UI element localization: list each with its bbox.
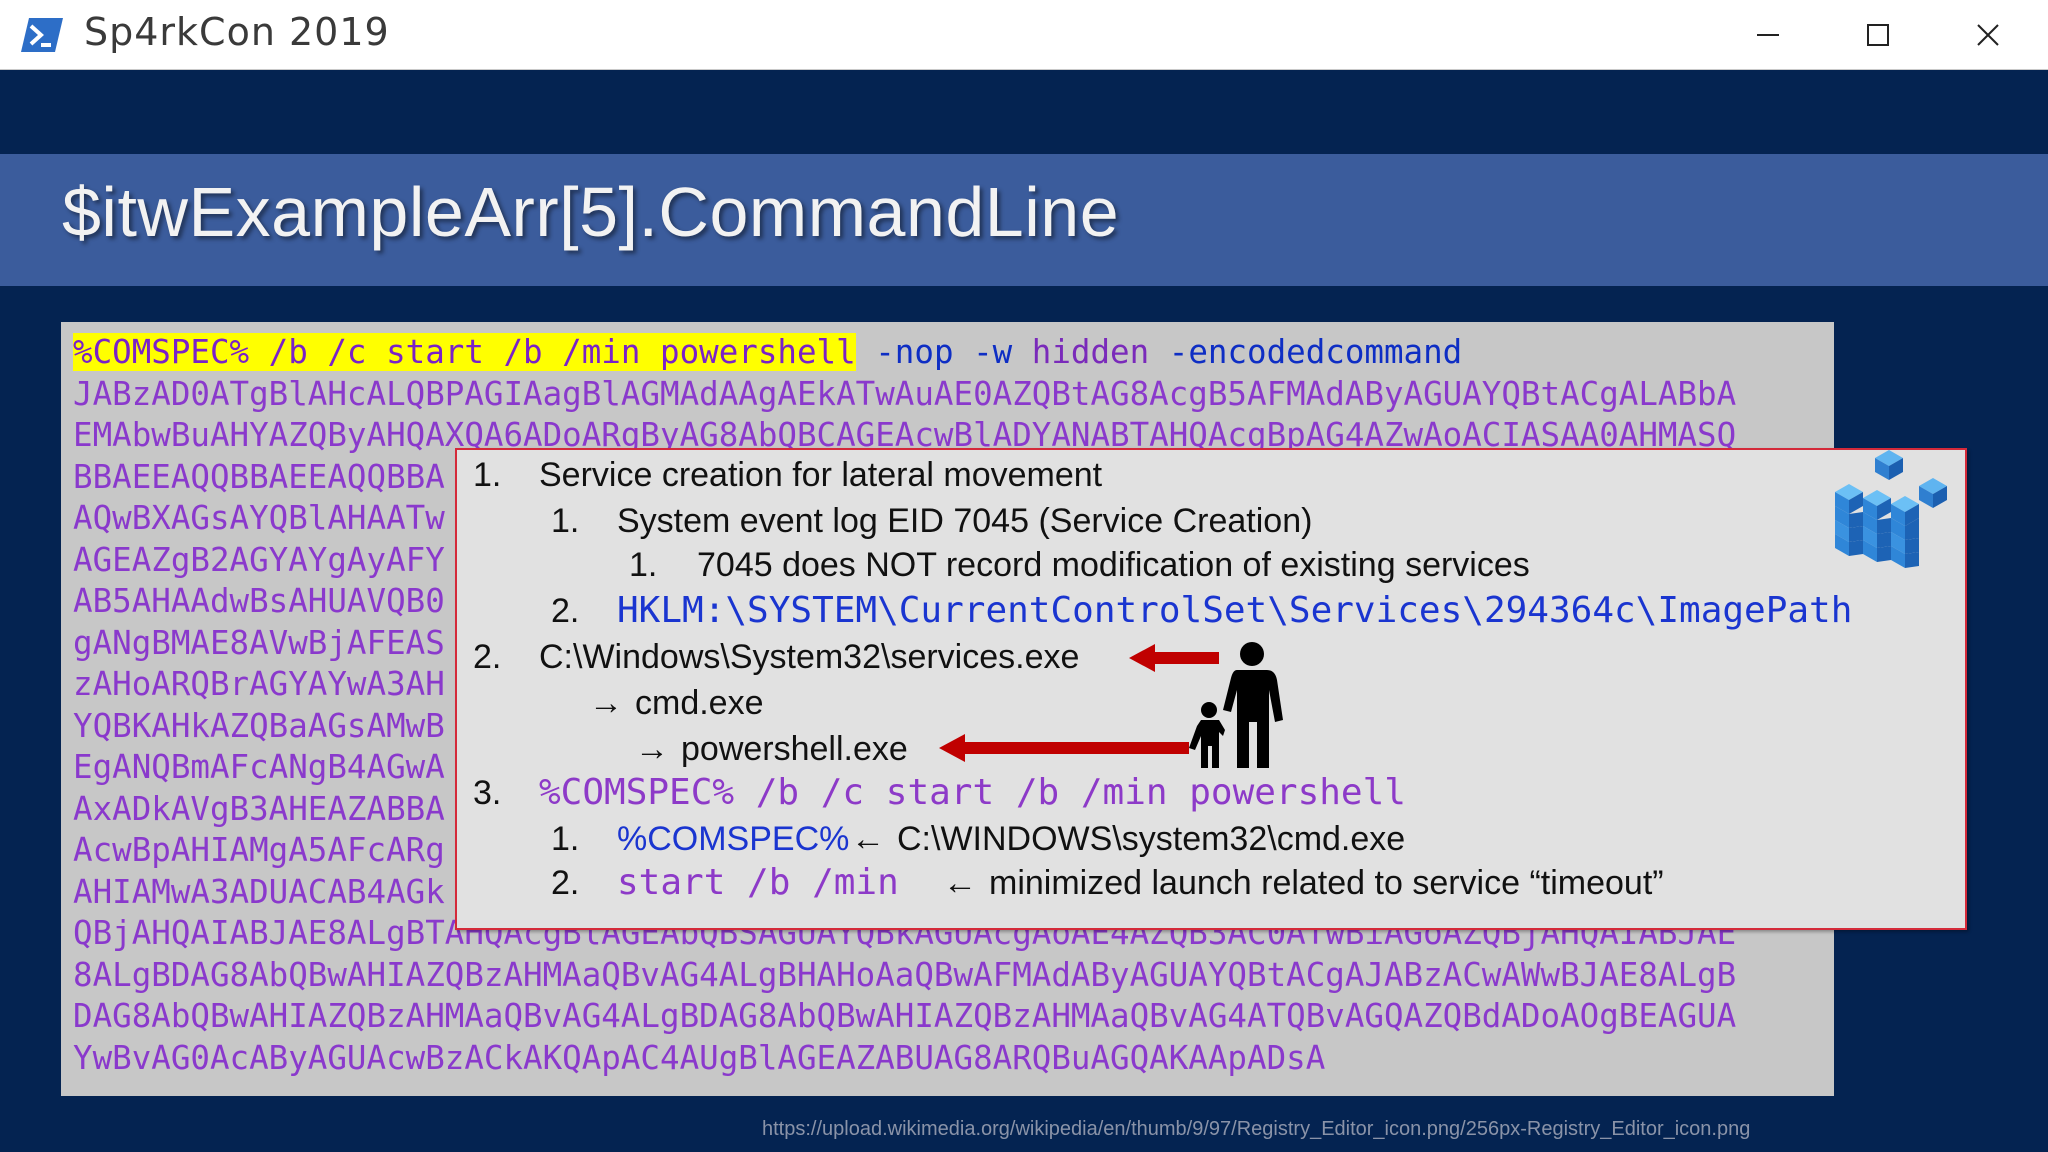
command-line-box: %COMSPEC% /b /c start /b /min powershell… — [61, 322, 1834, 1096]
cmd-exe-path: C:\WINDOWS\system32\cmd.exe — [897, 820, 1406, 858]
cmd-exe: cmd.exe — [635, 684, 764, 722]
command-line-header: %COMSPEC% /b /c start /b /min powershell… — [73, 332, 1822, 374]
encoded-line: 8ALgBDAG8AbQBwAHIAZQBzAHMAaQBvAG4ALgBHAH… — [73, 955, 1737, 994]
timeout-note: minimized launch related to service “tim… — [989, 864, 1664, 902]
left-arrow: ← — [851, 820, 885, 858]
encoded-line: AQwBXAGsAYQBlAHAATw — [73, 499, 445, 537]
note-1-1-1-number: 1. — [629, 546, 658, 584]
command-args-1: -nop -w — [855, 333, 1032, 371]
services-exe-path: C:\Windows\System32\services.exe — [539, 638, 1080, 676]
registry-path: HKLM:\SYSTEM\CurrentControlSet\Services\… — [617, 590, 1853, 631]
slide-title: $itwExampleArr[5].CommandLine — [62, 173, 1120, 251]
child-arrow: → — [589, 684, 623, 722]
maximize-button[interactable] — [1823, 0, 1933, 70]
note-1-2-number: 2. — [551, 592, 580, 630]
encoded-line: EgANQBmAFcANgB4AGwA — [73, 748, 445, 786]
encoded-line: DAG8AbQBwAHIAZQBzAHMAaQBvAG4ALgBDAG8AbQB… — [73, 997, 1737, 1035]
note-3-number: 3. — [473, 774, 502, 812]
minimize-icon — [1757, 34, 1779, 36]
note-1-1-1-text: 7045 does NOT record modification of exi… — [697, 546, 1530, 584]
encoded-line: EMAbwBuAHYAZQByAHQAXQA6ADoARgByAG8AbQBCA… — [73, 416, 1737, 454]
note-3-2-number: 2. — [551, 864, 580, 902]
note-1-1-text: System event log EID 7045 (Service Creat… — [617, 502, 1313, 540]
command-args-hidden: hidden — [1031, 333, 1150, 371]
encoded-line: BBAEEAQQBBAEEAQQBBA — [73, 457, 445, 496]
slide: $itwExampleArr[5].CommandLine %COMSPEC% … — [0, 70, 2048, 1152]
encoded-line: AcwBpAHIAMgA5AFcARg — [73, 831, 445, 869]
encoded-line: gANgBMAE8AVwBjAFEAS — [73, 623, 445, 662]
red-arrow-to-powershell — [939, 734, 1189, 762]
comspec-variable: %COMSPEC% — [617, 820, 850, 858]
highlighted-command: %COMSPEC% /b /c start /b /min powershell — [73, 333, 856, 371]
encoded-line: zAHoARQBrAGYAYwA3AH — [73, 665, 445, 703]
title-bar: Sp4rkCon 2019 — [0, 0, 2048, 70]
note-1-text: Service creation for lateral movement — [539, 456, 1103, 494]
left-arrow: ← — [943, 864, 977, 902]
encoded-line: YwBvAG0AcAByAGUAcwBzACkAKQApAC4AUgBlAGEA… — [73, 1038, 1326, 1077]
title-band: $itwExampleArr[5].CommandLine — [0, 154, 2048, 286]
registry-editor-icon — [1835, 450, 1947, 568]
note-3-1-number: 1. — [551, 820, 580, 858]
encoded-line: AGEAZgB2AGYAYgAyAFY — [73, 540, 445, 579]
note-1-number: 1. — [473, 456, 502, 494]
image-credit: https://upload.wikimedia.org/wikipedia/e… — [762, 1118, 1751, 1140]
comspec-command: %COMSPEC% /b /c start /b /min powershell — [539, 772, 1406, 813]
note-1-1-number: 1. — [551, 502, 580, 540]
maximize-icon — [1867, 24, 1889, 46]
encoded-line: AxADkAVgB3AHEAZABBA — [73, 789, 445, 828]
parent-child-icon — [1189, 642, 1283, 768]
analysis-notes-box: 1. Service creation for lateral movement… — [455, 448, 1967, 930]
red-arrow-to-services — [1129, 644, 1219, 672]
minimize-button[interactable] — [1713, 0, 1823, 70]
note-2-number: 2. — [473, 638, 502, 676]
start-min-flags: start /b /min — [617, 862, 899, 903]
powershell-icon — [21, 18, 63, 52]
encoded-line: YQBKAHkAZQBaAGsAMwB — [73, 706, 445, 745]
encoded-line: AHIAMwA3ADUACAB4AGk — [73, 872, 445, 911]
window-title: Sp4rkCon 2019 — [84, 10, 390, 54]
close-icon — [1977, 24, 1999, 46]
grandchild-arrow: → — [635, 730, 669, 768]
command-args-2: -encodedcommand — [1149, 333, 1463, 371]
close-button[interactable] — [1933, 0, 2043, 70]
powershell-exe: powershell.exe — [681, 730, 908, 768]
encoded-line: AB5AHAAdwBsAHUAVQB0 — [73, 582, 445, 620]
encoded-line: JABzAD0ATgBlAHcALQBPAGIAagBlAGMAdAAgAEkA… — [73, 374, 1737, 413]
